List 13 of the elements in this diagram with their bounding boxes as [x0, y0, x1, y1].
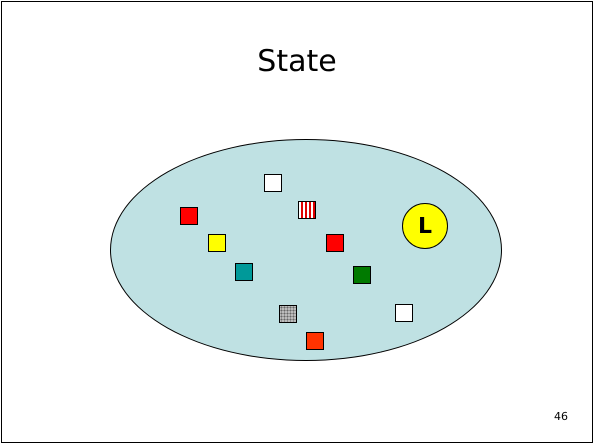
square-item — [298, 201, 316, 219]
square-item — [208, 234, 226, 252]
circle-item: L — [402, 203, 448, 249]
square-item — [264, 174, 282, 192]
square-item — [353, 266, 371, 284]
square-item — [395, 304, 413, 322]
square-item — [180, 207, 198, 225]
square-item — [235, 263, 253, 281]
square-item — [279, 305, 297, 323]
square-item — [306, 332, 324, 350]
page-number: 46 — [554, 410, 568, 423]
square-item — [326, 234, 344, 252]
slide-title: State — [256, 44, 338, 79]
